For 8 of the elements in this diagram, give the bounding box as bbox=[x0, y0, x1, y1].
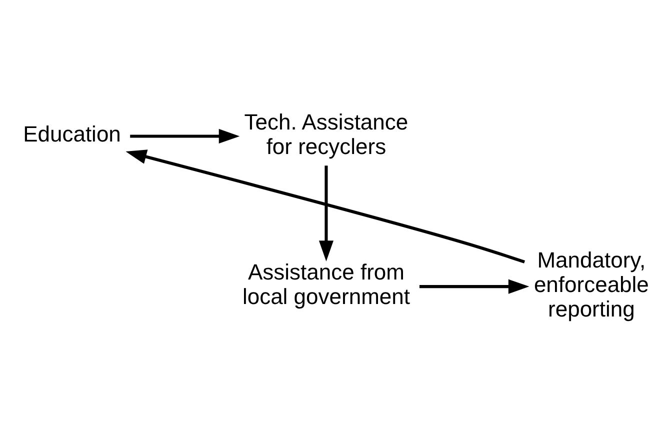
node-text: Assistance from local government bbox=[242, 260, 410, 310]
node-text: Tech. Assistance for recyclers bbox=[244, 109, 408, 159]
arrow bbox=[419, 279, 530, 294]
arrow bbox=[130, 128, 240, 144]
node-text: Education bbox=[23, 122, 121, 147]
node-text: Mandatory, enforceable reporting bbox=[534, 247, 649, 322]
arrow bbox=[318, 166, 334, 262]
arrow bbox=[126, 150, 526, 264]
